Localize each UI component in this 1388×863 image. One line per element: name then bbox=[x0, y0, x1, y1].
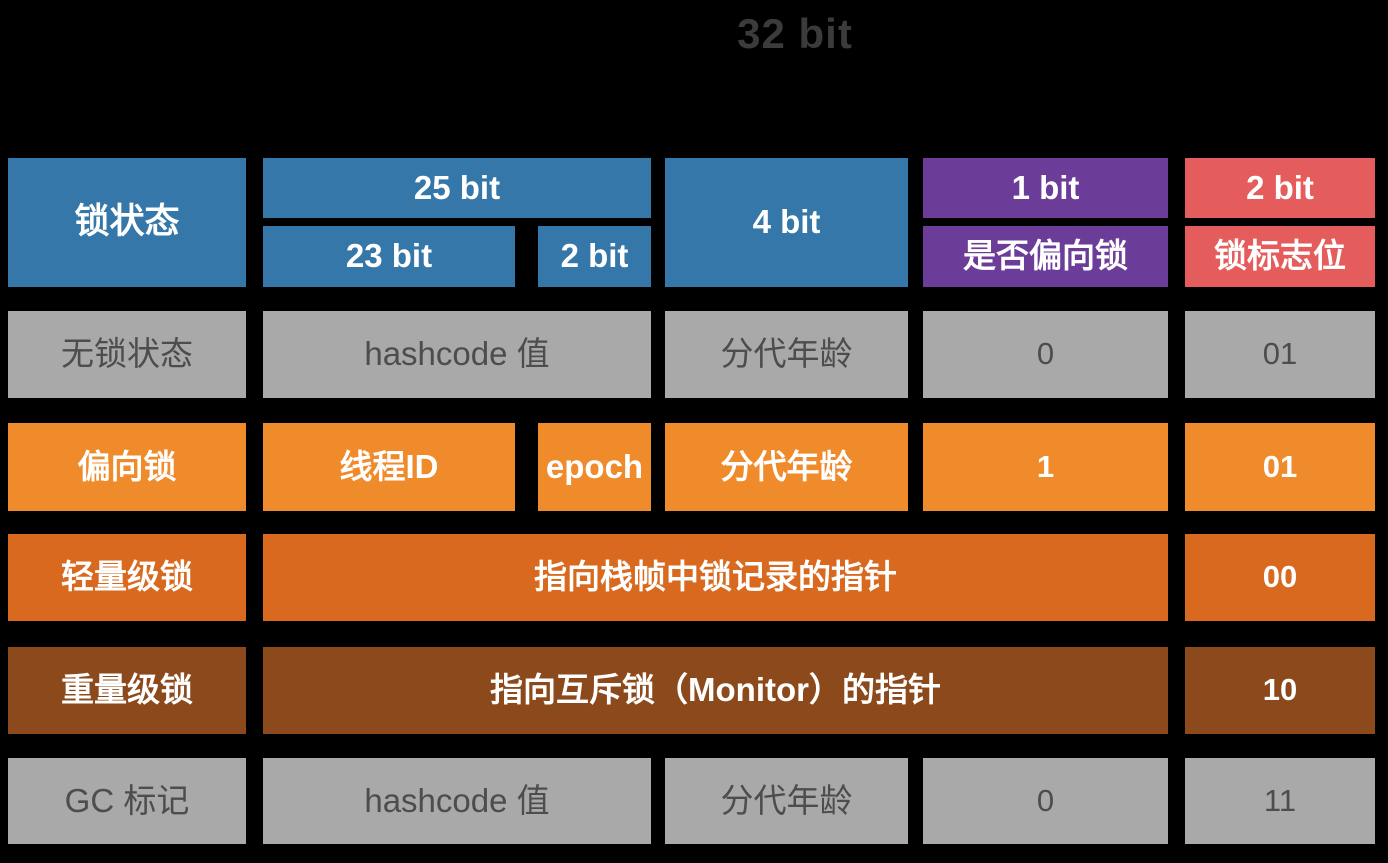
header-25bit-cell: 25 bit bbox=[263, 158, 651, 218]
row-heavyweight-name: 重量级锁 bbox=[8, 647, 246, 734]
row-gc-flag: 11 bbox=[1185, 758, 1375, 844]
row-biased-epoch: epoch bbox=[538, 423, 651, 511]
header-2bit-cell: 2 bit bbox=[1185, 158, 1375, 218]
header-biased-lock-cell: 是否偏向锁 bbox=[923, 226, 1168, 287]
row-lightweight-flag: 00 bbox=[1185, 534, 1375, 621]
row-biased-threadid: 线程ID bbox=[263, 423, 515, 511]
row-nolock-name: 无锁状态 bbox=[8, 311, 246, 398]
row-biased-biased-bit: 1 bbox=[923, 423, 1168, 511]
header-lock-flag-cell: 锁标志位 bbox=[1185, 226, 1375, 287]
row-lightweight-pointer: 指向栈帧中锁记录的指针 bbox=[263, 534, 1168, 621]
row-gc-name: GC 标记 bbox=[8, 758, 246, 844]
row-nolock-hashcode: hashcode 值 bbox=[263, 311, 651, 398]
header-4bit-cell: 4 bit bbox=[665, 158, 908, 287]
diagram-title: 32 bit bbox=[737, 10, 853, 57]
header-2bit-sub-cell: 2 bit bbox=[538, 226, 651, 287]
header-23bit-cell: 23 bit bbox=[263, 226, 515, 287]
row-biased-flag: 01 bbox=[1185, 423, 1375, 511]
header-lock-state-cell: 锁状态 bbox=[8, 158, 246, 287]
row-nolock-biased-bit: 0 bbox=[923, 311, 1168, 398]
row-biased-name: 偏向锁 bbox=[8, 423, 246, 511]
row-gc-biased-bit: 0 bbox=[923, 758, 1168, 844]
row-gc-age: 分代年龄 bbox=[665, 758, 908, 844]
row-gc-hashcode: hashcode 值 bbox=[263, 758, 651, 844]
row-lightweight-name: 轻量级锁 bbox=[8, 534, 246, 621]
row-nolock-age: 分代年龄 bbox=[665, 311, 908, 398]
header-1bit-cell: 1 bit bbox=[923, 158, 1168, 218]
row-nolock-flag: 01 bbox=[1185, 311, 1375, 398]
row-heavyweight-pointer: 指向互斥锁（Monitor）的指针 bbox=[263, 647, 1168, 734]
row-biased-age: 分代年龄 bbox=[665, 423, 908, 511]
row-heavyweight-flag: 10 bbox=[1185, 647, 1375, 734]
